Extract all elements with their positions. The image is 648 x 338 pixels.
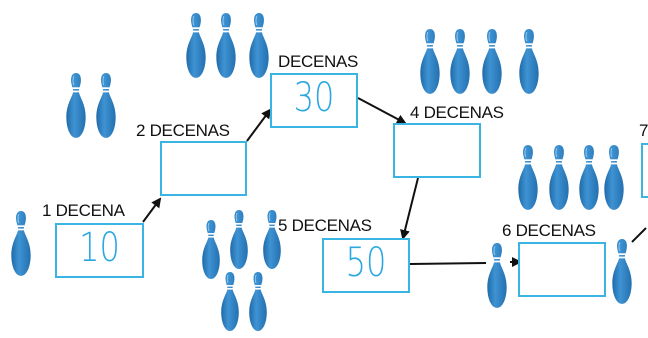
arrow-4-5 xyxy=(400,177,419,240)
bowling-pin-icon xyxy=(578,144,600,211)
node-1-value: 10 xyxy=(79,225,120,271)
node-4-label: 4 DECENAS xyxy=(410,103,504,122)
bowling-pin-icon xyxy=(548,144,570,211)
bowling-pin-icon xyxy=(481,28,503,95)
bowling-pin-icon xyxy=(95,72,117,139)
bowling-pin-icon xyxy=(419,28,441,95)
arrow-2-3 xyxy=(246,108,272,142)
arrow-3-4 xyxy=(357,97,407,124)
node-5-label: 5 DECENAS xyxy=(278,216,372,235)
bowling-pin-icon xyxy=(220,271,240,332)
bowling-pin-icon xyxy=(215,12,237,79)
node-3-value: 30 xyxy=(293,75,335,121)
node-5-value: 50 xyxy=(345,240,387,286)
node-2-label: 2 DECENAS xyxy=(136,121,230,140)
bowling-pin-icon xyxy=(10,210,32,277)
bowling-pin-icon xyxy=(603,144,625,211)
connector-5-6 xyxy=(409,262,487,265)
bowling-pin-icon xyxy=(201,219,221,280)
bowling-pin-icon xyxy=(65,72,87,139)
node-6-label: 6 DECENAS xyxy=(502,221,596,240)
arrow-1-2 xyxy=(142,197,162,223)
node-4-box[interactable] xyxy=(393,123,481,178)
node-7-box[interactable] xyxy=(641,143,648,198)
node-3-box[interactable] xyxy=(270,73,358,128)
bowling-pin-icon xyxy=(449,28,471,95)
arrow-6-7 xyxy=(631,227,647,243)
bowling-pin-icon xyxy=(248,271,268,332)
node-5-box[interactable] xyxy=(322,238,410,293)
bowling-pin-icon xyxy=(486,242,508,309)
node-1-label: 1 DECENA xyxy=(42,201,125,220)
node-3-label: DECENAS xyxy=(278,52,359,71)
node-6-box[interactable] xyxy=(518,242,606,297)
bowling-pin-icon xyxy=(248,12,270,79)
bowling-pin-icon xyxy=(517,144,539,211)
node-1-box[interactable] xyxy=(55,223,144,278)
bowling-pin-icon xyxy=(229,209,249,270)
bowling-pin-icon xyxy=(611,238,633,305)
node-7-label: 7 xyxy=(639,121,648,140)
bowling-pin-icon xyxy=(518,28,540,95)
bowling-pin-icon xyxy=(185,12,207,79)
node-2-box[interactable] xyxy=(160,141,247,196)
